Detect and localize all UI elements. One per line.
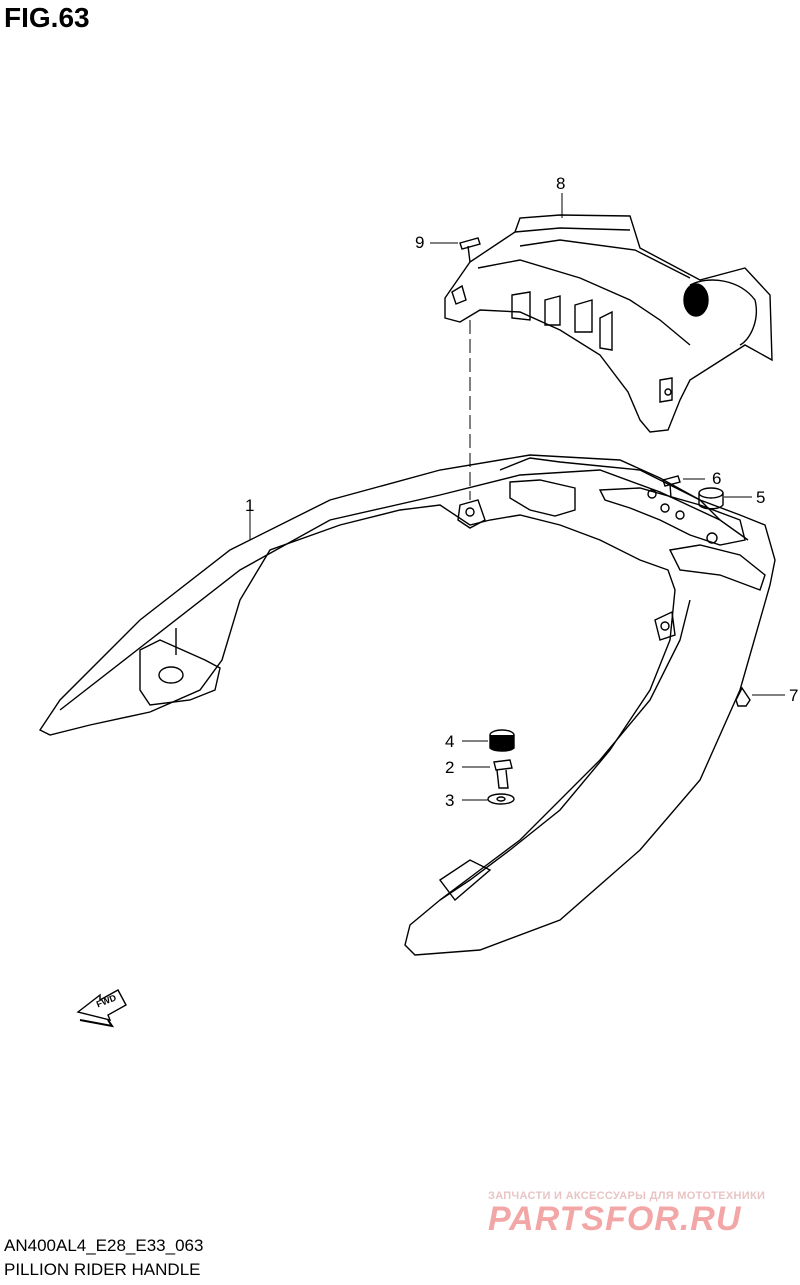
watermark-brand: PARTSFOR.RU [488,1200,742,1238]
rear-cover-part [444,214,773,433]
callout-4: 4 [445,732,455,751]
callout-7: 7 [789,686,799,705]
callout-1: 1 [245,496,255,515]
callout-3: 3 [445,791,455,810]
callout-6: 6 [712,469,722,488]
hardware-parts [459,237,751,805]
leader-lines [249,193,785,801]
pillion-handle-part [38,454,776,956]
callout-9: 9 [415,233,425,252]
fwd-arrow-icon [76,989,127,1028]
diagram-code: AN400AL4_E28_E33_063 [4,1236,204,1255]
callout-5: 5 [756,488,766,507]
diagram-caption: PILLION RIDER HANDLE [4,1260,201,1279]
watermark-tagline: ЗАПЧАСТИ И АКСЕССУАРЫ ДЛЯ МОТОТЕХНИКИ [488,1190,766,1202]
callout-2: 2 [445,758,455,777]
callout-8: 8 [556,174,566,193]
figure-title: FIG.63 [4,2,90,33]
